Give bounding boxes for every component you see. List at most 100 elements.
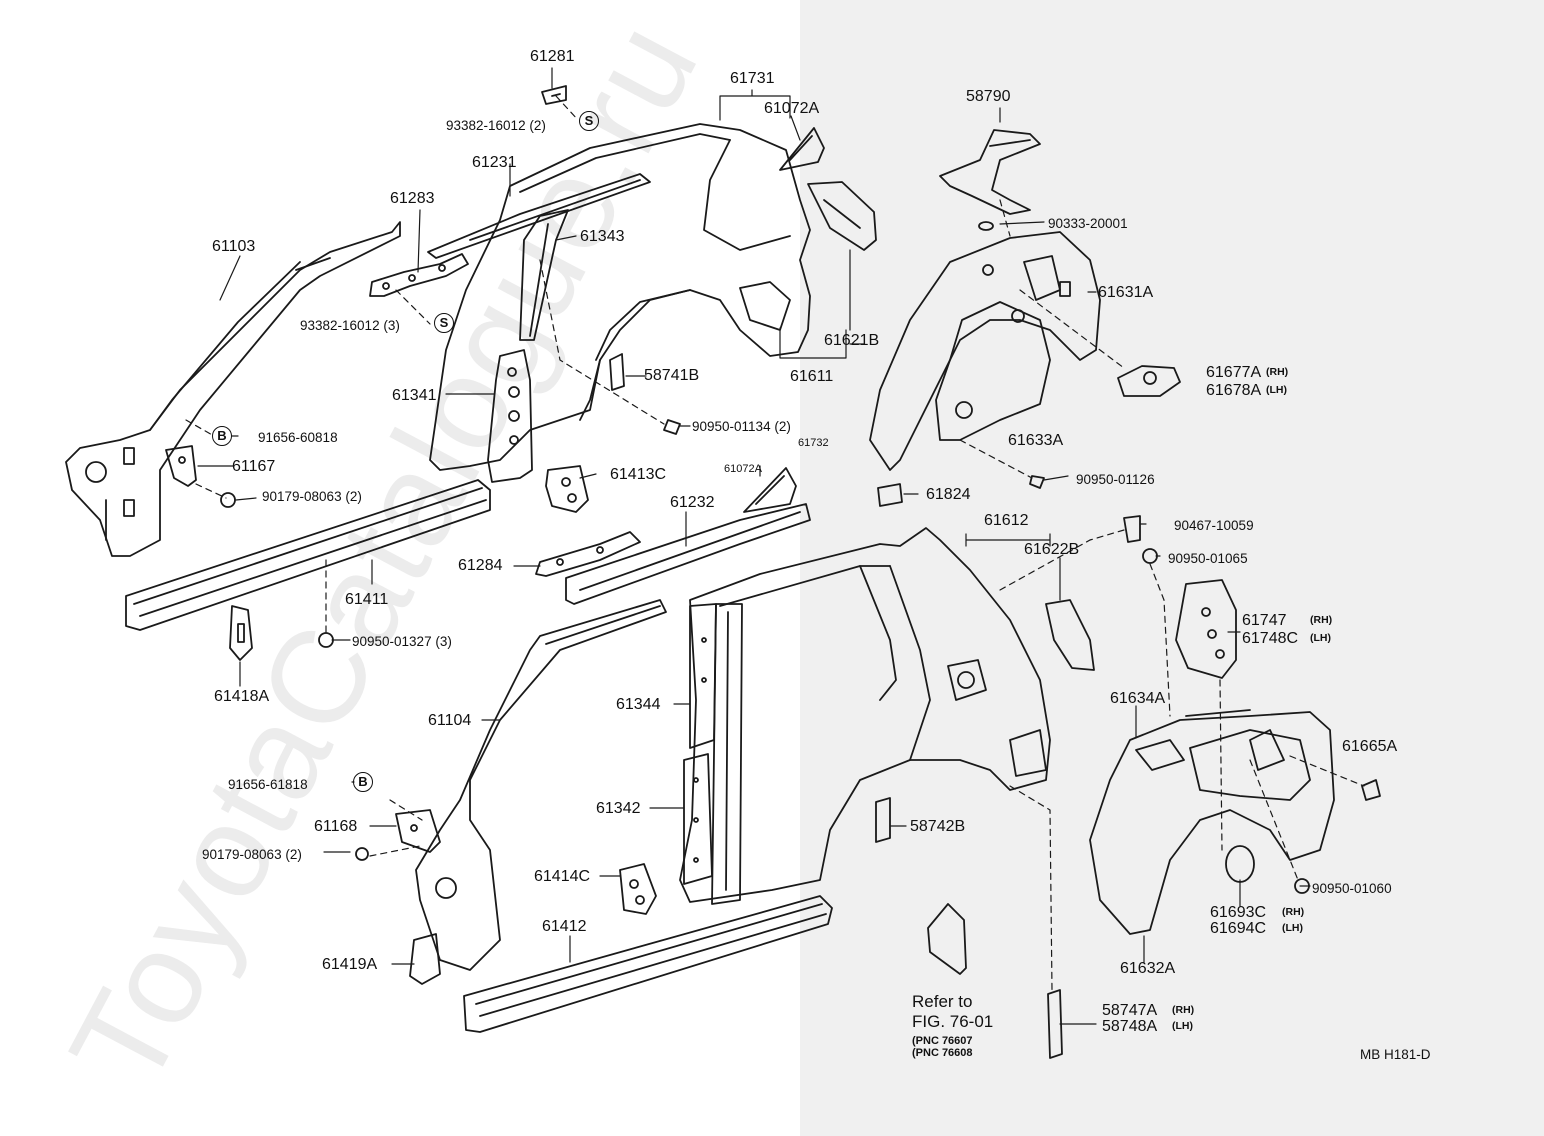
callout-61419A[interactable]: 61419A [322,956,378,973]
callout-90467-10059[interactable]: 90467-10059 [1174,518,1254,533]
callout-61612[interactable]: 61612 [984,512,1029,529]
part-61168-bracket[interactable] [395,809,441,853]
callout-90333-20001[interactable]: 90333-20001 [1048,216,1128,231]
part-58741B-spacer[interactable] [609,353,625,391]
part-61419A-bracket[interactable] [409,933,441,985]
callout-61281[interactable]: 61281 [530,48,575,65]
callout-61632A[interactable]: 61632A [1120,960,1176,977]
callout-90950-01327[interactable]: 90950-01327 (3) [352,634,452,649]
part-61622B-panel[interactable] [1045,599,1095,671]
callout-61231[interactable]: 61231 [472,154,517,171]
part-58747A-58748A-spacer[interactable] [1047,989,1063,1059]
part-61281-clip[interactable] [541,85,567,105]
part-center-pillar-lower[interactable] [711,603,743,905]
part-61284-bracket[interactable] [535,531,641,577]
figure-code: MB H181-D [1360,1047,1431,1062]
callout-58741B[interactable]: 58741B [644,367,700,384]
part-61414C-gusset[interactable] [619,863,657,915]
part-61232-roof-rail[interactable] [565,503,811,605]
callout-61072A-mid[interactable]: 61072A [724,463,762,475]
part-61632A-wheelhouse-rear[interactable] [1089,709,1335,935]
part-61103-front-pillar[interactable] [65,221,401,557]
callout-61072A-upper[interactable]: 61072A [764,100,820,117]
part-61634A-wheelhouse-panel[interactable] [1189,729,1311,801]
part-reference-fender-liner[interactable] [927,903,967,975]
callout-58748A[interactable]: 58748A [1102,1018,1158,1035]
part-61621B-panel[interactable] [807,181,877,251]
callout-61104[interactable]: 61104 [428,712,472,729]
part-61343-pillar-reinforcement[interactable] [519,209,569,341]
part-61412-rocker-outer[interactable] [463,895,833,1033]
callout-61413C[interactable]: 61413C [610,466,667,483]
callout-61747[interactable]: 61747 [1242,612,1287,629]
callout-61678A[interactable]: 61678A [1206,382,1262,399]
callout-61343[interactable]: 61343 [580,228,625,245]
callout-61414C[interactable]: 61414C [534,868,591,885]
part-61231-roof-rail[interactable] [427,173,651,259]
callout-61824[interactable]: 61824 [926,486,971,503]
callout-61412[interactable]: 61412 [542,918,587,935]
callout-61284[interactable]: 61284 [458,557,503,574]
callout-58747A[interactable]: 58747A [1102,1002,1158,1019]
callout-61168[interactable]: 61168 [314,818,358,835]
callout-90950-01060[interactable]: 90950-01060 [1312,881,1392,896]
part-61747-61748C-bracket[interactable] [1175,579,1237,679]
part-61104-front-pillar-lower[interactable] [415,599,667,971]
part-58790-bracket[interactable] [939,129,1041,215]
callout-61731[interactable]: 61731 [730,70,775,87]
part-58742B-spacer[interactable] [875,797,891,843]
callout-61677A[interactable]: 61677A [1206,364,1262,381]
callout-58790[interactable]: 58790 [966,88,1011,105]
callout-61665A[interactable]: 61665A [1342,738,1398,755]
callout-61631A[interactable]: 61631A [1098,284,1154,301]
callout-61611[interactable]: 61611 [790,368,834,385]
part-61824-pad[interactable] [877,483,903,507]
callout-90179-08063-top[interactable]: 90179-08063 (2) [262,489,362,504]
callout-91656-61818[interactable]: 91656-61818 [228,777,308,792]
callout-61283[interactable]: 61283 [390,190,435,207]
rh-marker: (RH) [1266,366,1289,378]
callout-93382-16012-3[interactable]: 93382-16012 (3) [300,318,400,333]
part-61072A-mid-gusset[interactable] [743,467,797,513]
callout-58742B[interactable]: 58742B [910,818,966,835]
callout-93382-16012-2[interactable]: 93382-16012 (2) [446,118,546,133]
part-61631A-wheelhouse-outer[interactable] [869,231,1101,471]
part-61283-bracket[interactable] [369,253,469,297]
callout-61103[interactable]: 61103 [212,238,256,255]
part-61411-rocker-inner[interactable] [125,479,491,631]
part-61731-quarter-upper[interactable] [429,123,811,471]
part-61342-center-pillar[interactable] [683,753,713,885]
callout-61232[interactable]: 61232 [670,494,715,511]
part-61072A-upper-gusset[interactable] [779,127,825,171]
callout-90950-01126[interactable]: 90950-01126 [1076,472,1155,487]
part-61167-bracket[interactable] [165,445,197,487]
callout-91656-60818[interactable]: 91656-60818 [258,430,338,445]
part-61418A-bracket[interactable] [229,605,253,661]
callout-61748C[interactable]: 61748C [1242,630,1299,647]
callout-61341[interactable]: 61341 [392,387,437,404]
part-61665A-clip[interactable] [1361,779,1381,801]
callout-61167[interactable]: 61167 [232,458,276,475]
callout-61694C[interactable]: 61694C [1210,920,1267,937]
part-61693C-plug[interactable] [1225,845,1255,883]
callout-61693C[interactable]: 61693C [1210,904,1267,921]
callout-61342[interactable]: 61342 [596,800,641,817]
part-61341-center-pillar[interactable] [487,349,533,483]
callout-61633A[interactable]: 61633A [1008,432,1064,449]
callout-61418A[interactable]: 61418A [214,688,270,705]
reference-note-line-2[interactable]: FIG. 76-01 [912,1012,994,1031]
callout-61411[interactable]: 61411 [345,591,389,608]
callout-90179-08063-bottom[interactable]: 90179-08063 (2) [202,847,302,862]
part-61633A-wheelhouse-inner[interactable] [935,301,1051,441]
callout-61622B[interactable]: 61622B [1024,541,1080,558]
part-61677A-61678A-support[interactable] [1117,365,1181,397]
callout-61732[interactable]: 61732 [798,437,829,449]
callout-61634A[interactable]: 61634A [1110,690,1166,707]
callout-61344[interactable]: 61344 [616,696,661,713]
part-61413C-gusset[interactable] [545,465,589,513]
callout-61621B[interactable]: 61621B [824,332,880,349]
part-61612-quarter-panel[interactable] [679,527,1051,903]
callout-90950-01134[interactable]: 90950-01134 (2) [692,419,791,434]
callout-90950-01065[interactable]: 90950-01065 [1168,551,1248,566]
